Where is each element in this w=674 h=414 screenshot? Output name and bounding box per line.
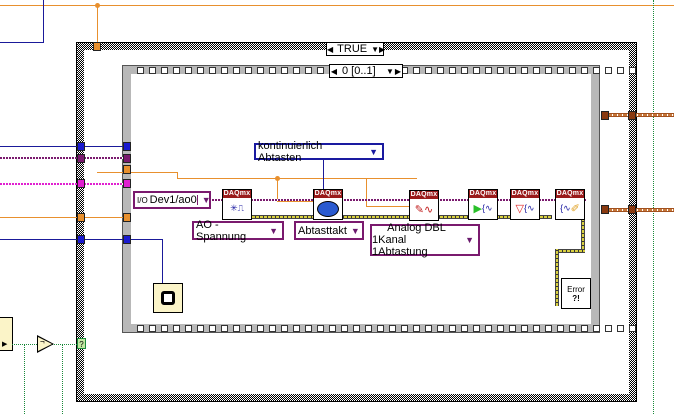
timing-type-constant[interactable]: Abtasttakt ▼ (294, 221, 364, 240)
daqmx-timing-vi[interactable]: DAQmx (313, 189, 343, 220)
wait-watch-icon (161, 291, 175, 305)
seq-tunnel-right (601, 205, 609, 214)
blue-wire-2-down (162, 239, 163, 284)
case-tunnel-right (628, 111, 636, 120)
sequence-selector[interactable]: ◀ 0 [0..1] ▼ ▶ (329, 64, 403, 78)
error-wire-down (581, 215, 585, 253)
decrement-arrow-icon[interactable]: ◀ (330, 66, 338, 76)
write-pencil-icon: ✎∿ (414, 204, 434, 216)
refnum-wire-1 (608, 113, 674, 117)
seq-tunnel (123, 179, 131, 188)
seq-tunnel (123, 213, 131, 222)
seq-tunnel (123, 142, 131, 151)
case-tunnel (77, 154, 85, 163)
blue-wire-1 (0, 146, 128, 147)
case-tunnel (77, 142, 85, 151)
output-arrow-icon: ▶ (2, 341, 8, 348)
daqmx-start-task-vi[interactable]: DAQmx ▶{∿ (468, 189, 498, 220)
task-wire-in (0, 157, 128, 159)
dropdown-arrow-icon[interactable]: ▼ (386, 66, 394, 76)
orange-wire-mid (97, 172, 177, 173)
simple-error-handler[interactable]: Error ?! (561, 278, 591, 309)
daqmx-write-vi[interactable]: DAQmx ✎∿ (409, 190, 439, 221)
boolean-wire-down2 (62, 344, 63, 414)
sample-mode-constant[interactable]: kontinuierlich Abtasten ▼ (254, 140, 384, 164)
refnum-wire-2 (608, 208, 674, 212)
boolean-wire-right (653, 0, 654, 414)
orange-wire-top (0, 5, 674, 6)
film-strip-top (131, 66, 636, 74)
daqmx-create-channel-vi[interactable]: DAQmx ✳⎍ (222, 189, 252, 220)
file-status-node[interactable] (0, 317, 13, 351)
case-tunnel (77, 235, 85, 244)
dropdown-arrow-icon[interactable]: ▼ (350, 225, 360, 236)
io-channel-icon: I/O (137, 195, 148, 205)
clear-eraser-icon: {∿✐ (560, 203, 580, 215)
seq-tunnel-right (601, 111, 609, 120)
dropdown-arrow-icon[interactable]: ▼ (465, 235, 474, 245)
orange-wire-left (0, 217, 128, 218)
increment-arrow-icon[interactable]: ▶ (394, 66, 402, 76)
seq-tunnel (123, 235, 131, 244)
error-wire (252, 215, 552, 219)
dropdown-arrow-icon[interactable]: ▼ (369, 146, 378, 157)
case-selector[interactable]: ◀ TRUE ▼ ▶ (326, 42, 386, 56)
case-tunnel-top (93, 42, 101, 51)
write-type-constant[interactable]: Analog DBL 1Kanal 1Abtastung ▼ (370, 222, 480, 258)
orange-wire-mid-h2 (177, 178, 417, 179)
physical-channel-constant[interactable]: I/O Dev1/ao0 ▼ (133, 191, 211, 209)
not-symbol: ¬ (40, 337, 45, 346)
increment-arrow-icon[interactable]: ▶ (379, 44, 386, 54)
create-channel-icon: ✳⎍ (230, 203, 244, 213)
start-play-icon: ▶{∿ (473, 203, 493, 215)
seq-tunnel (123, 165, 131, 174)
stop-terminal[interactable]: ? (77, 338, 86, 349)
daqmx-stop-task-vi[interactable]: DAQmx ▽{∿ (510, 189, 540, 220)
error-wire-h (555, 249, 585, 253)
sample-mode-wire (323, 160, 324, 189)
stop-triangle-icon: ▽{∿ (515, 203, 535, 215)
dropdown-arrow-icon[interactable]: ▼ (371, 44, 380, 54)
orange-wire-to-timing-h (277, 201, 317, 202)
case-tunnel-right (628, 205, 636, 214)
case-tunnel (77, 213, 85, 222)
not-gate-fill (38, 337, 52, 351)
seq-tunnel (123, 154, 131, 163)
dropdown-arrow-icon[interactable]: ▼ (196, 195, 215, 205)
magenta-wire (0, 183, 128, 185)
timing-clock-icon (314, 198, 342, 219)
dropdown-arrow-icon[interactable]: ▼ (269, 225, 278, 236)
orange-wire-mid-v (177, 172, 178, 179)
decrement-arrow-icon[interactable]: ◀ (327, 44, 334, 54)
film-strip-bottom (131, 324, 636, 332)
orange-wire-to-timing (277, 178, 278, 202)
case-tunnel (77, 179, 85, 188)
wait-ms-node[interactable] (153, 283, 183, 313)
boolean-wire-down1 (24, 344, 25, 414)
orange-wire-to-write-h (366, 206, 410, 207)
blue-wire-top (43, 0, 44, 42)
blue-wire-top-h (0, 42, 44, 43)
task-wire (206, 199, 586, 201)
orange-wire-to-write (366, 178, 367, 207)
daqmx-clear-task-vi[interactable]: DAQmx {∿✐ (555, 189, 585, 220)
channel-type-constant[interactable]: AO - Spannung ▼ (192, 219, 284, 243)
error-wire-down2 (555, 249, 559, 306)
